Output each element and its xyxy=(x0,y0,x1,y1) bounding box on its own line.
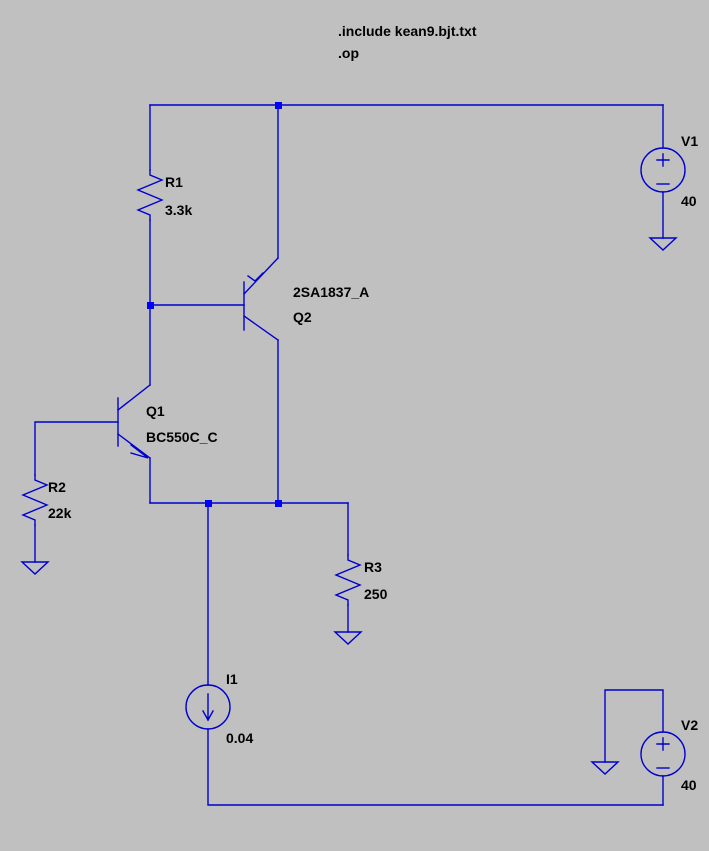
resistor-r1[interactable] xyxy=(136,169,164,221)
ground-r2-icon xyxy=(20,561,50,575)
wire-i1-bottom xyxy=(207,728,664,806)
r2-name-label: R2 xyxy=(48,479,66,495)
q2-name-label: Q2 xyxy=(293,309,312,325)
v2-value-label[interactable]: 40 xyxy=(681,777,697,793)
r3-value-label[interactable]: 250 xyxy=(364,586,388,602)
q2-collector-lead xyxy=(243,315,279,341)
ground-v1-icon xyxy=(648,237,678,251)
junction-dot xyxy=(275,500,282,507)
wire-v2-top xyxy=(604,689,664,763)
v2-name-label: V2 xyxy=(681,717,699,733)
v1-name-label: V1 xyxy=(681,133,699,149)
i1-value-label[interactable]: 0.04 xyxy=(226,730,254,746)
ground-r3-icon xyxy=(333,631,363,645)
junction-dot xyxy=(147,302,154,309)
voltage-source-v2[interactable] xyxy=(640,731,686,777)
r3-name-label: R3 xyxy=(364,559,382,575)
q1-emitter-lead xyxy=(117,433,151,459)
q1-model-label[interactable]: BC550C_C xyxy=(146,429,218,445)
q1-name-label: Q1 xyxy=(146,403,165,419)
q2-emitter-lead xyxy=(243,257,279,295)
q1-collector-lead xyxy=(117,384,151,411)
wire-q1-base xyxy=(34,421,119,476)
wires xyxy=(34,104,664,806)
q2-model-label[interactable]: 2SA1837_A xyxy=(293,284,370,300)
junctions xyxy=(147,102,282,507)
junction-dot xyxy=(275,102,282,109)
i1-arrow-icon xyxy=(202,693,214,722)
resistor-r2[interactable] xyxy=(21,474,49,526)
directive-op[interactable]: .op xyxy=(338,45,359,61)
transistor-q2[interactable] xyxy=(243,257,279,341)
r1-value-label[interactable]: 3.3k xyxy=(165,202,193,218)
current-source-i1[interactable] xyxy=(185,684,231,730)
i1-name-label: I1 xyxy=(226,671,238,687)
directive-include[interactable]: .include kean9.bjt.txt xyxy=(338,23,477,39)
transistor-q1[interactable] xyxy=(117,384,151,459)
v1-plus-sign xyxy=(656,153,670,167)
ground-v2-icon xyxy=(590,761,620,775)
voltage-source-v1[interactable] xyxy=(640,147,686,193)
v1-value-label[interactable]: 40 xyxy=(681,193,697,209)
q2-emitter-arrow xyxy=(247,272,264,282)
v2-plus-sign xyxy=(656,737,670,751)
r2-value-label[interactable]: 22k xyxy=(48,505,72,521)
q1-emitter-arrow xyxy=(130,444,149,459)
r1-name-label: R1 xyxy=(165,174,183,190)
resistor-r3[interactable] xyxy=(334,554,362,606)
junction-dot xyxy=(205,500,212,507)
